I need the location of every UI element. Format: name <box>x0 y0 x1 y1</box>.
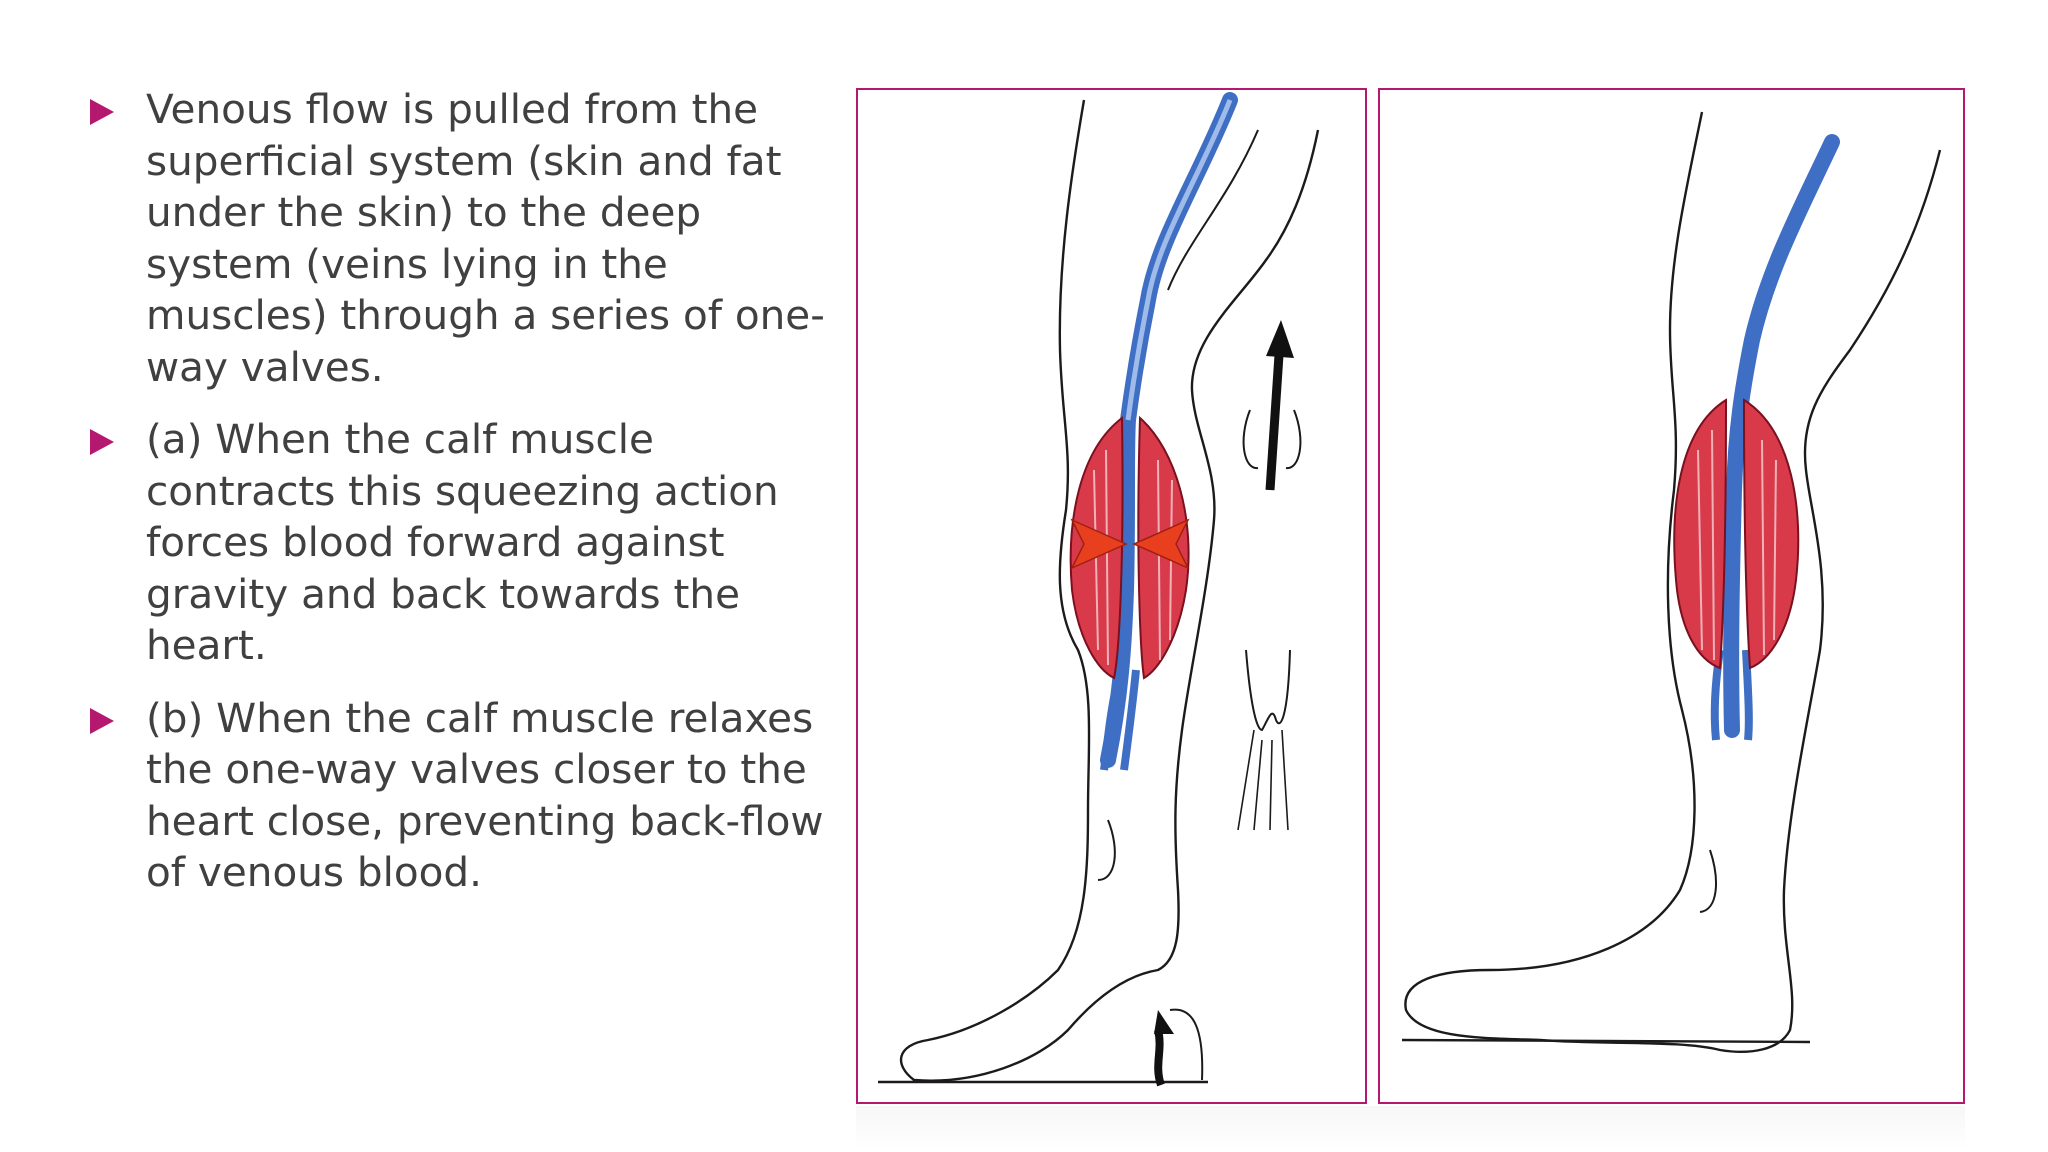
leg-outline-front <box>1167 129 1259 291</box>
closed-valve-icon <box>1245 649 1291 732</box>
ankle-mark <box>1699 849 1717 913</box>
squeeze-arrow-right-icon <box>1132 518 1190 570</box>
bullet-text: Venous flow is pulled from the superfici… <box>146 85 825 391</box>
open-valve-icon <box>1242 409 1302 469</box>
triangle-bullet-icon <box>90 99 114 125</box>
squeeze-arrow-left-icon <box>1070 518 1128 570</box>
bullet-list: Venous flow is pulled from the superfici… <box>88 84 848 920</box>
bullet-text: (b) When the calf muscle relaxes the one… <box>146 693 824 897</box>
ground-line <box>1401 1038 1811 1044</box>
calf-muscle-contracting-illustration <box>878 92 1320 1087</box>
triangle-bullet-icon <box>90 707 114 734</box>
leg-outline <box>899 99 1320 1082</box>
deep-vein <box>1100 92 1238 768</box>
blood-flow-up-arrow-icon <box>1265 339 1285 491</box>
triangle-bullet-icon <box>90 429 114 455</box>
ankle-mark <box>1097 819 1116 881</box>
deep-vein <box>1723 134 1840 738</box>
figure-panel-relaxed <box>1378 88 1965 1104</box>
bullet-item: Venous flow is pulled from the superfici… <box>88 84 848 393</box>
bullet-item: (b) When the calf muscle relaxes the one… <box>88 693 848 899</box>
figure-panel-contracting <box>856 88 1367 1104</box>
leg-outline <box>1404 111 1942 1053</box>
panel-shadow <box>856 1106 1965 1150</box>
heel-lift-arrow-icon <box>1154 1029 1165 1087</box>
bullet-item: (a) When the calf muscle contracts this … <box>88 414 848 672</box>
bullet-text: (a) When the calf muscle contracts this … <box>146 415 779 669</box>
calf-muscle-relaxed-illustration <box>1401 111 1942 1053</box>
